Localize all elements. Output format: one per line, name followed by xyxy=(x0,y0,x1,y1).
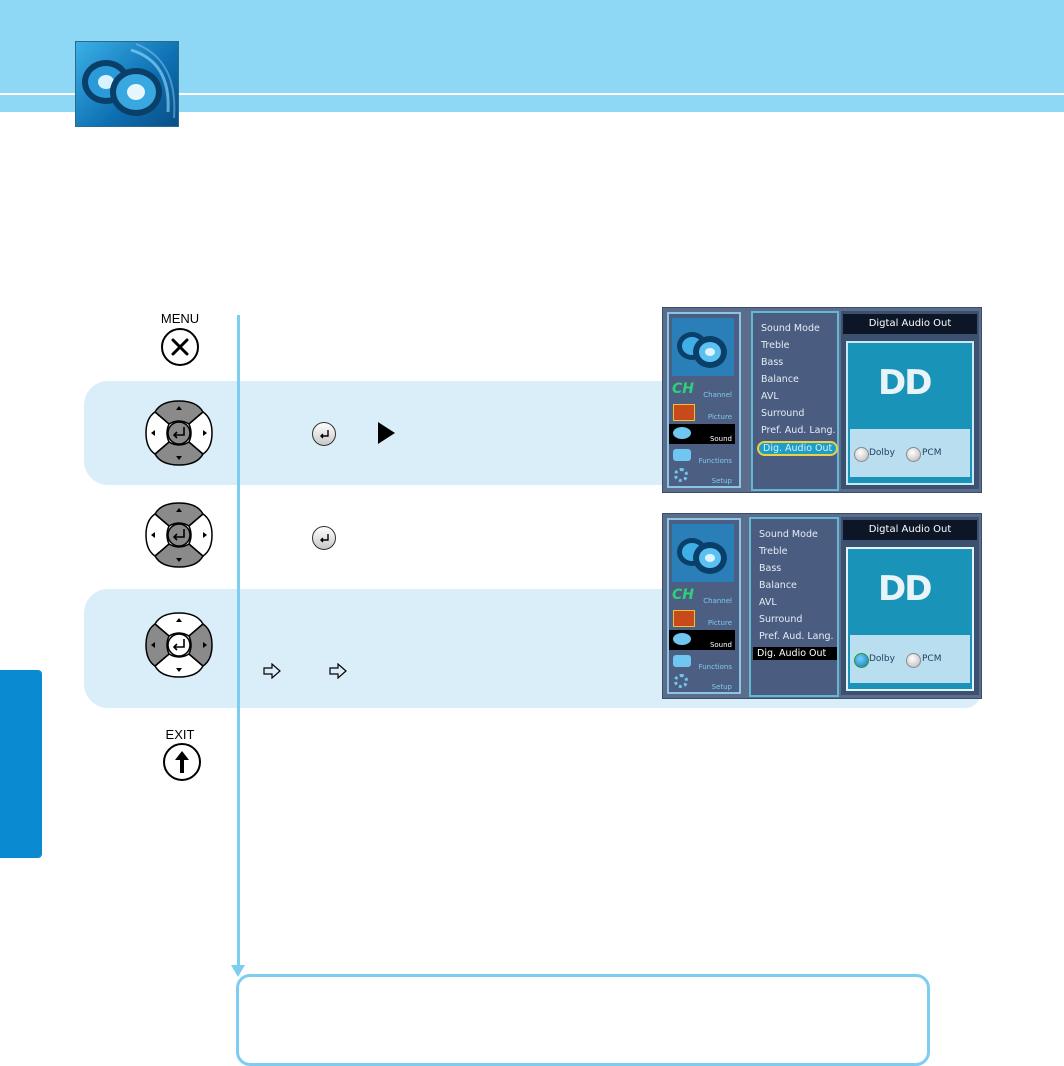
enter-icon xyxy=(312,422,336,446)
menu-item-avl[interactable]: AVL xyxy=(761,391,779,402)
gear-icon xyxy=(674,468,688,482)
enter-icon xyxy=(312,526,336,550)
menu-item-treble[interactable]: Treble xyxy=(759,546,788,557)
menu-item-sound-mode[interactable]: Sound Mode xyxy=(761,323,820,334)
menu-button[interactable] xyxy=(161,328,199,366)
category-setup[interactable]: Setup xyxy=(669,466,735,486)
category-functions[interactable]: Functions xyxy=(669,446,735,466)
audio-option-panel: DD Dolby PCM xyxy=(846,341,974,485)
category-label: Channel xyxy=(703,391,732,399)
menu-item-balance[interactable]: Balance xyxy=(761,374,799,385)
channel-icon: CH xyxy=(672,381,694,397)
category-label: Setup xyxy=(711,477,732,485)
sound-menu-list: Sound Mode Treble Bass Balance AVL Surro… xyxy=(751,311,839,491)
option-dolby-label: Dolby xyxy=(869,448,895,458)
category-setup[interactable]: Setup xyxy=(669,672,735,692)
category-functions[interactable]: Functions xyxy=(669,652,735,672)
up-arrow-icon xyxy=(175,751,189,773)
tools-icon xyxy=(673,655,691,667)
menu-item-pref-aud-lang[interactable]: Pref. Aud. Lang. xyxy=(761,425,836,436)
dolby-logo: DD xyxy=(878,569,932,609)
category-label: Sound xyxy=(709,435,732,443)
radio-pcm[interactable] xyxy=(906,653,921,668)
picture-icon xyxy=(673,404,695,421)
dpad-up-down-enter[interactable] xyxy=(145,400,213,466)
sound-category-icon xyxy=(672,524,734,582)
dolby-logo: DD xyxy=(878,363,932,403)
tv-menu-screen-1: CH Channel Picture Sound Functions Setup… xyxy=(662,307,982,493)
category-label: Picture xyxy=(707,413,732,421)
audio-option-panel: DD Dolby PCM xyxy=(846,547,974,691)
category-column: CH Channel Picture Sound Functions Setup xyxy=(667,312,741,488)
double-arrow-icon xyxy=(262,662,282,683)
radio-dolby[interactable] xyxy=(854,447,869,462)
dpad-left-right[interactable] xyxy=(145,612,213,678)
category-label: Picture xyxy=(707,619,732,627)
exit-button-label: EXIT xyxy=(165,727,195,742)
section-side-tab xyxy=(0,670,42,858)
menu-item-pref-aud-lang[interactable]: Pref. Aud. Lang. xyxy=(759,631,834,642)
channel-icon: CH xyxy=(672,587,694,603)
speaker-icon xyxy=(673,427,691,439)
option-pcm-label: PCM xyxy=(922,654,942,664)
category-column: CH Channel Picture Sound Functions Setup xyxy=(667,518,741,694)
category-label: Sound xyxy=(709,641,732,649)
category-channel[interactable]: CH Channel xyxy=(669,586,735,606)
category-label: Functions xyxy=(698,663,732,671)
panel-title: Digtal Audio Out xyxy=(843,520,977,540)
gear-icon xyxy=(674,674,688,688)
menu-item-balance[interactable]: Balance xyxy=(759,580,797,591)
category-picture[interactable]: Picture xyxy=(669,402,735,422)
menu-item-bass[interactable]: Bass xyxy=(759,563,782,574)
close-x-icon xyxy=(171,338,189,356)
picture-icon xyxy=(673,610,695,627)
digital-audio-panel: Digtal Audio Out DD Dolby PCM xyxy=(841,311,979,489)
menu-item-dig-audio-out[interactable]: Dig. Audio Out xyxy=(753,647,837,660)
sound-category-icon xyxy=(672,318,734,376)
speaker-icon xyxy=(673,633,691,645)
menu-item-avl[interactable]: AVL xyxy=(759,597,777,608)
category-label: Channel xyxy=(703,597,732,605)
option-box: Dolby PCM xyxy=(850,429,970,477)
menu-item-treble[interactable]: Treble xyxy=(761,340,790,351)
option-box: Dolby PCM xyxy=(850,635,970,683)
menu-item-sound-mode[interactable]: Sound Mode xyxy=(759,529,818,540)
category-label: Setup xyxy=(711,683,732,691)
menu-item-surround[interactable]: Surround xyxy=(761,408,805,419)
flow-arrow-icon xyxy=(231,965,245,977)
radio-pcm[interactable] xyxy=(906,447,921,462)
category-channel[interactable]: CH Channel xyxy=(669,380,735,400)
category-sound[interactable]: Sound xyxy=(669,424,735,444)
radio-dolby[interactable] xyxy=(854,653,869,668)
note-box xyxy=(236,974,930,1066)
menu-item-surround[interactable]: Surround xyxy=(759,614,803,625)
digital-audio-panel: Digtal Audio Out DD Dolby PCM xyxy=(841,517,979,695)
header-divider xyxy=(0,93,1064,95)
dpad-enter[interactable] xyxy=(145,502,213,568)
category-sound[interactable]: Sound xyxy=(669,630,735,650)
right-arrow-icon xyxy=(376,421,396,449)
panel-title: Digtal Audio Out xyxy=(843,314,977,334)
option-dolby-label: Dolby xyxy=(869,654,895,664)
tv-menu-screen-2: CH Channel Picture Sound Functions Setup… xyxy=(662,513,982,699)
category-picture[interactable]: Picture xyxy=(669,608,735,628)
menu-button-label: MENU xyxy=(160,311,200,326)
category-label: Functions xyxy=(698,457,732,465)
flow-line xyxy=(237,315,240,970)
double-arrow-icon xyxy=(328,662,348,683)
option-pcm-label: PCM xyxy=(922,448,942,458)
speaker-icon xyxy=(75,41,179,127)
tools-icon xyxy=(673,449,691,461)
sound-menu-list: Sound Mode Treble Bass Balance AVL Surro… xyxy=(749,517,839,697)
menu-item-dig-audio-out[interactable]: Dig. Audio Out xyxy=(757,441,839,456)
menu-item-bass[interactable]: Bass xyxy=(761,357,784,368)
exit-button[interactable] xyxy=(163,743,201,781)
